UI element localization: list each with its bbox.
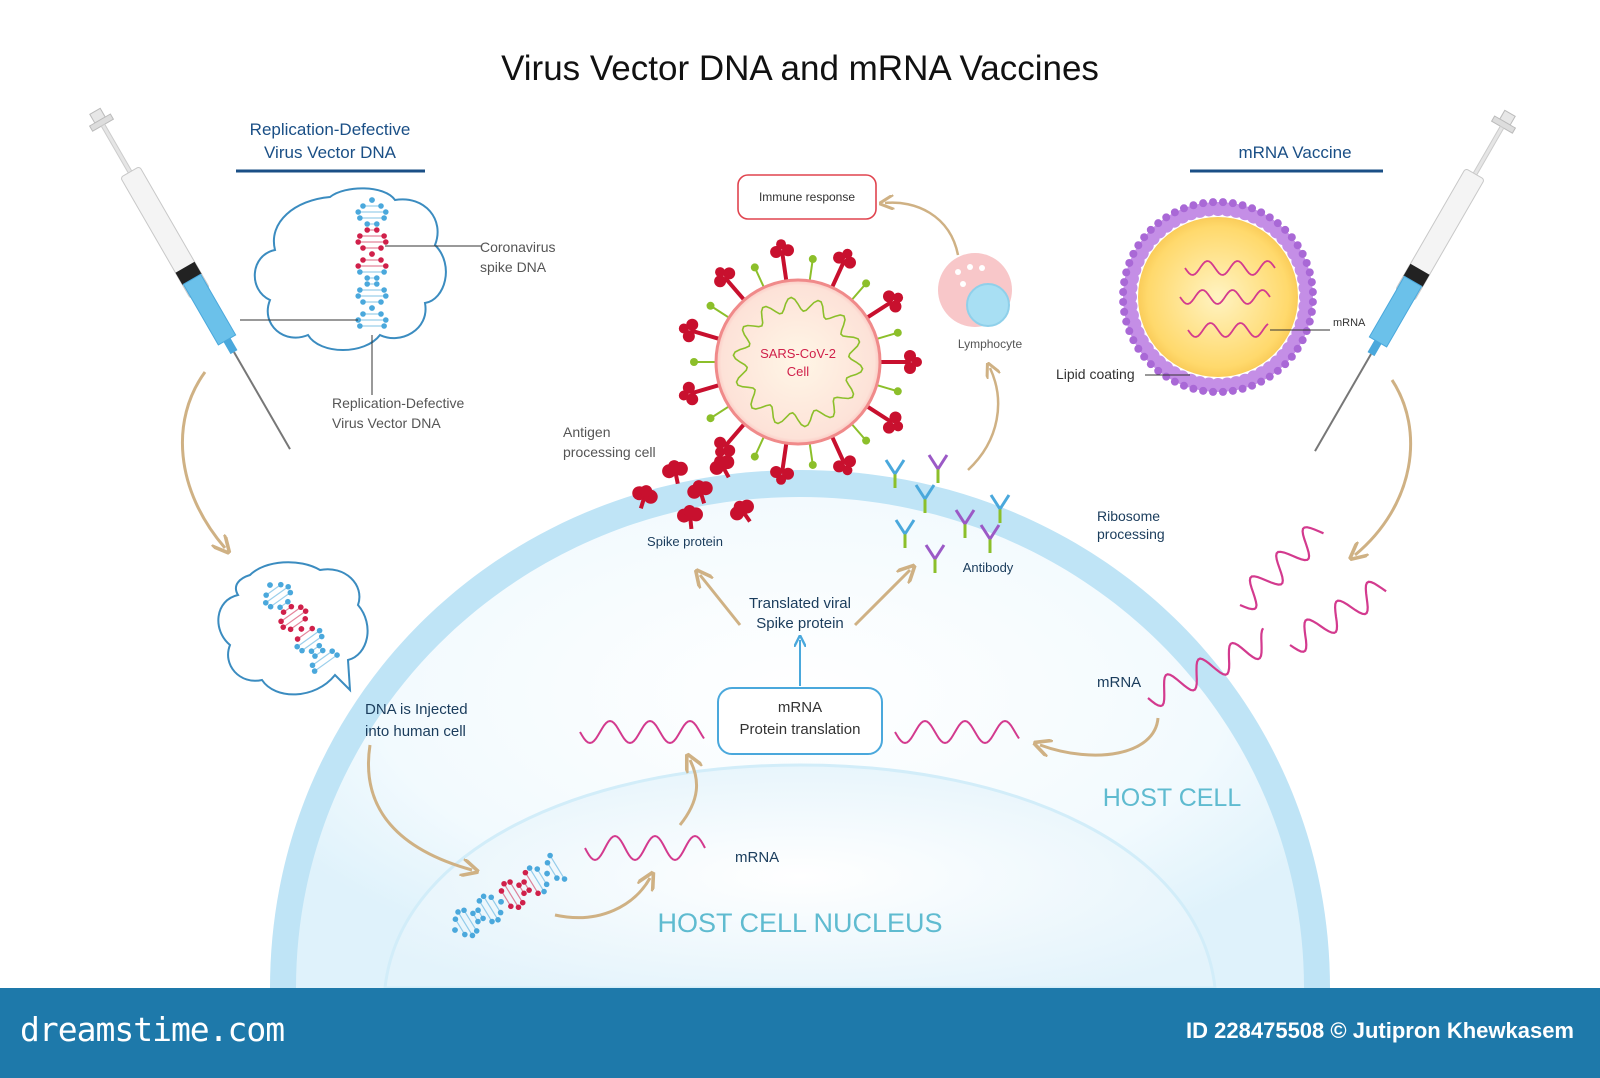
mrna-wave-cytoplasm-left <box>579 719 705 745</box>
protein-translation-box <box>717 687 883 755</box>
right-heading: mRNA Vaccine <box>1238 143 1351 162</box>
syringe-right-icon <box>1314 109 1517 452</box>
immune-response-label: Immune response <box>759 190 855 204</box>
mrna-wave-incoming <box>1147 627 1265 708</box>
vector-dna-cloud <box>253 187 447 351</box>
lipid-coating-beads <box>1119 198 1317 396</box>
mrna-strand-icon <box>1179 289 1271 305</box>
injected-label-2: into human cell <box>365 723 466 740</box>
dna-helix-icon <box>452 852 568 939</box>
host-cell-nucleus <box>383 763 1217 990</box>
mrna-entry-label: mRNA <box>1097 674 1141 691</box>
spike-protein-cluster <box>632 455 754 530</box>
arrow-inject-right <box>1355 379 1413 555</box>
ribosome-label-2: processing <box>1097 526 1165 542</box>
dna-helix-icon <box>262 581 340 674</box>
label-spike-dna-2: spike DNA <box>480 259 547 275</box>
sars-cov-2-virus <box>714 278 882 446</box>
image-credit: ID 228475508 © Jutipron Khewkasem <box>1186 1018 1574 1043</box>
mrna-strand-icon <box>1184 260 1276 276</box>
arrow-mrna-up <box>678 760 697 826</box>
antibody-cluster <box>884 454 1011 573</box>
lipid-nanoparticle-icon <box>1138 217 1298 377</box>
mrna-wave-incoming <box>1289 580 1387 653</box>
apc-label-2: processing cell <box>563 444 656 460</box>
virus-spikes <box>678 239 922 485</box>
host-cell-label: HOST CELL <box>1103 784 1242 812</box>
dna-helix-icon <box>355 197 389 329</box>
footer-bar: dreamstime.com ID 228475508 © Jutipron K… <box>0 988 1600 1078</box>
translated-label-1: Translated viral <box>749 595 851 612</box>
virus-label-1: SARS-CoV-2 <box>760 346 836 361</box>
translated-label-2: Spike protein <box>756 615 844 632</box>
lymphocyte-icon <box>938 253 1012 327</box>
lymphocyte-label: Lymphocyte <box>958 337 1023 351</box>
injected-label-1: DNA is Injected <box>365 701 468 718</box>
page-title: Virus Vector DNA and mRNA Vaccines <box>501 49 1099 88</box>
syringe-left-icon <box>88 107 291 450</box>
immune-response-box <box>737 174 877 220</box>
box-label-2: Protein translation <box>740 721 861 738</box>
label-vector-2: Virus Vector DNA <box>332 415 441 431</box>
mrna-wave-nucleus <box>584 834 706 862</box>
arrow-to-antibody <box>853 570 910 627</box>
arrow-to-spike <box>700 575 742 626</box>
left-heading-line1: Replication-Defective <box>250 120 411 139</box>
mrna-wave-incoming <box>1239 526 1324 611</box>
antibody-label: Antibody <box>963 560 1014 575</box>
arrow-lymph-to-immune <box>885 203 960 256</box>
apc-label-1: Antigen <box>563 424 610 440</box>
label-spike-dna-1: Coronavirus <box>480 239 555 255</box>
spike-protein-label: Spike protein <box>647 534 723 549</box>
mrna-strand-icon <box>1187 322 1269 338</box>
host-nucleus-label: HOST CELL NUCLEUS <box>657 908 942 938</box>
arrow-inject-left <box>181 371 225 548</box>
mrna-wave-cytoplasm-right <box>894 719 1020 745</box>
box-label-1: mRNA <box>778 699 822 716</box>
ribosome-label-1: Ribosome <box>1097 508 1160 524</box>
arrow-to-nucleus <box>367 744 472 870</box>
lnp-mrna-label: mRNA <box>1333 317 1366 329</box>
label-vector-1: Replication-Defective <box>332 395 464 411</box>
nucleus-mrna-label: mRNA <box>735 849 779 866</box>
left-heading-line2: Virus Vector DNA <box>264 143 397 162</box>
arrow-dna-to-mrna <box>554 878 650 920</box>
lipid-label: Lipid coating <box>1056 366 1135 382</box>
virus-label-2: Cell <box>787 364 810 379</box>
virus-rna-icon <box>732 296 864 428</box>
brand-logo: dreamstime.com <box>20 1010 285 1049</box>
arrow-antibody-to-lymph <box>967 368 998 471</box>
arrow-mrna-to-cytoplasm <box>1040 717 1160 755</box>
